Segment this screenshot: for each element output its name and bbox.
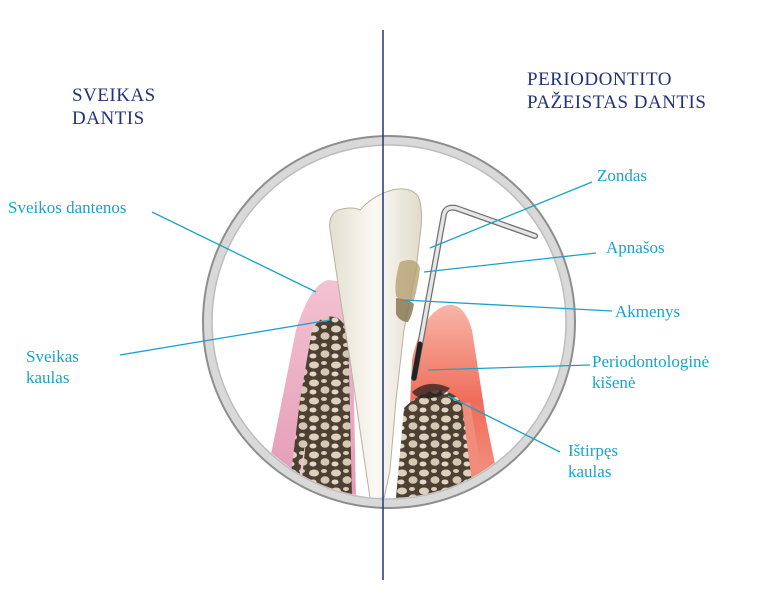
label-plaque: Apnašos	[606, 238, 665, 257]
label-pocket-line1: Periodontologinė	[592, 352, 710, 371]
header-periodontitis-line2: PAŽEISTAS DANTIS	[527, 92, 707, 113]
label-bone-loss-line2: kaulas	[568, 462, 612, 481]
leader-bone-loss	[447, 395, 561, 453]
label-healthy-bone: Sveikas kaulas	[26, 346, 79, 388]
label-healthy-bone-line1: Sveikas	[26, 347, 79, 366]
label-pocket-line2: kišenė	[592, 373, 636, 392]
label-calculus: Akmenys	[615, 302, 681, 321]
label-pocket: Periodontologinė kišenė	[592, 351, 709, 393]
leader-healthy-bone	[119, 319, 331, 356]
header-healthy: SVEIKAS DANTIS	[72, 84, 156, 130]
label-bone-loss: Ištirpęs kaulas	[568, 440, 618, 482]
header-periodontitis-line1: PERIODONTITO	[527, 69, 672, 90]
label-bone-loss-line1: Ištirpęs	[568, 441, 619, 460]
label-healthy-gums: Sveikos dantenos	[8, 198, 127, 217]
plaque	[395, 260, 420, 302]
dissolved-bone	[396, 390, 474, 498]
leader-calculus	[403, 299, 613, 312]
probe-instrument	[411, 204, 538, 381]
leader-healthy-gums	[151, 211, 317, 293]
label-healthy-bone-line2: kaulas	[26, 368, 70, 387]
tooth	[329, 188, 423, 498]
header-periodontitis: PERIODONTITO PAŽEISTAS DANTIS	[527, 68, 706, 114]
leader-probe	[429, 181, 593, 249]
label-probe: Zondas	[597, 166, 648, 185]
calculus	[396, 298, 414, 322]
leader-plaque	[423, 252, 597, 273]
leader-pocket	[427, 364, 591, 371]
header-healthy-line2: DANTIS	[72, 108, 145, 129]
header-healthy-line1: SVEIKAS	[72, 85, 156, 106]
